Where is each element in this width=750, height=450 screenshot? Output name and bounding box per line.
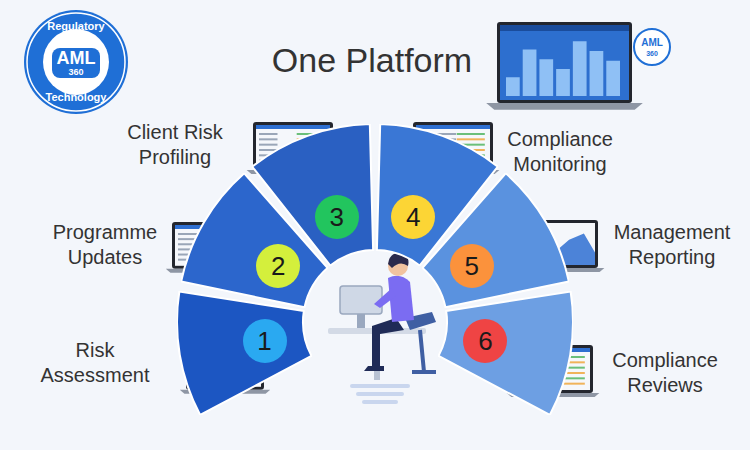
logo-text: AML: [57, 47, 96, 70]
feature-label: Risk Assessment: [35, 338, 155, 388]
segment-band: 3: [252, 124, 374, 266]
title: One Platform: [272, 41, 472, 80]
step-number: 2: [256, 244, 300, 288]
logo-ring: [24, 10, 128, 114]
segment-shape: [177, 291, 312, 415]
segment-shape: [438, 291, 573, 415]
small-logo: [634, 29, 670, 65]
logo-text: Technology: [46, 91, 107, 105]
segment-band: 1: [177, 291, 312, 415]
person-at-desk: [328, 253, 436, 404]
laptop-icon: [486, 22, 643, 110]
step-number: 6: [463, 319, 507, 363]
logo-ring-line: [27, 13, 125, 111]
step-number: 3: [315, 195, 359, 239]
logo-text: 360: [646, 50, 658, 59]
feature-label: Compliance Reviews: [600, 348, 730, 398]
step-number: 5: [450, 244, 494, 288]
logo-text: 360: [68, 67, 83, 78]
step-number: 1: [243, 319, 287, 363]
segment-band: 5: [422, 173, 569, 308]
feature-label: Programme Updates: [45, 220, 165, 270]
feature-label: Management Reporting: [604, 220, 740, 270]
feature-label: Client Risk Profiling: [115, 120, 235, 170]
feature-label: Compliance Monitoring: [495, 127, 625, 177]
segment-band: 6: [438, 291, 573, 415]
segment-shape: [252, 124, 374, 266]
segment-shape: [422, 173, 569, 308]
step-number: 4: [391, 195, 435, 239]
logo-core: [43, 29, 109, 95]
logo-text: Regulatory: [47, 20, 104, 34]
logo-text: AML: [641, 37, 663, 50]
